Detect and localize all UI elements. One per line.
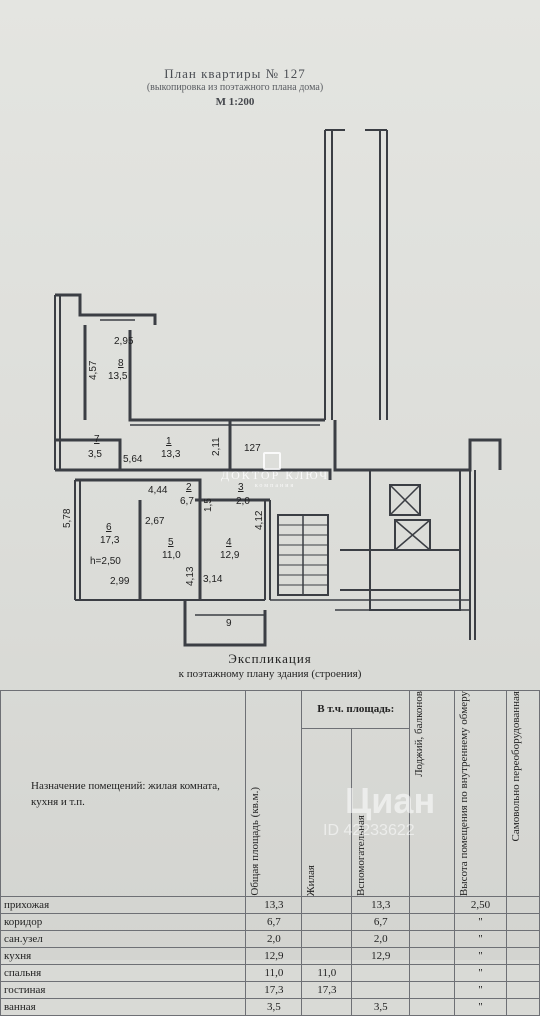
room-number-label: 2 bbox=[186, 482, 192, 493]
height-header: Высота помещения по внутреннему обмеру bbox=[454, 689, 507, 898]
key-logo-icon bbox=[263, 452, 281, 470]
stair-mark-label: 1,5 bbox=[203, 498, 214, 512]
plan-scale: М 1:200 bbox=[215, 96, 255, 108]
plan-title: План квартиры № 127 bbox=[164, 66, 306, 81]
company-watermark: ДОКТОР КЛЮЧ компания bbox=[200, 452, 350, 489]
room-area-label: 13,5 bbox=[108, 371, 128, 382]
explication-subtitle: к поэтажному плану здания (строения) bbox=[178, 668, 362, 680]
plan-subtitle: (выкопировка из поэтажного плана дома) bbox=[146, 82, 324, 93]
incl-area-header: В т.ч. площадь: bbox=[301, 690, 411, 729]
ceiling-height-label: h=2,50 bbox=[90, 556, 121, 567]
room-area-label: 17,3 bbox=[100, 535, 120, 546]
dim-label: 5,78 bbox=[62, 508, 73, 528]
room-number-label: 3 bbox=[238, 482, 244, 493]
dim-label: 2,67 bbox=[145, 516, 165, 527]
dim-label: 2,99 bbox=[110, 576, 130, 587]
room-number-label: 4 bbox=[226, 537, 232, 548]
self-modified-header: Самовольно переоборудованная bbox=[506, 689, 540, 898]
room-area-label: 6,7 bbox=[180, 496, 194, 507]
room-area-label: 12,9 bbox=[220, 550, 240, 561]
dim-label: 3,14 bbox=[203, 574, 223, 585]
room-area-label: 2,0 bbox=[236, 496, 250, 507]
room-number-label: 6 bbox=[106, 522, 112, 533]
apartment-number-label: 127 bbox=[244, 443, 261, 454]
purpose-header: Назначение помещений: жилая комната, кух… bbox=[0, 689, 247, 898]
explication-title: Экспликация bbox=[228, 651, 312, 666]
dim-label: 4,57 bbox=[88, 360, 99, 380]
explication-table: Назначение помещений: жилая комната, кух… bbox=[0, 689, 540, 1016]
room-area-label: 13,3 bbox=[161, 449, 181, 460]
room-area-label: 3,5 bbox=[88, 449, 102, 460]
floor-plan-drawing bbox=[54, 129, 502, 647]
dim-label: 4,12 bbox=[254, 510, 265, 530]
living-header: Жилая bbox=[301, 727, 353, 898]
cian-watermark: Циан ID 42233622 bbox=[323, 780, 436, 839]
total-area-header: Общая площадь (кв.м.) bbox=[245, 689, 303, 898]
loggia-header: Лоджий, балконов bbox=[409, 689, 456, 898]
dim-label: 4,13 bbox=[185, 566, 196, 586]
room-number-label: 9 bbox=[226, 618, 232, 629]
room-number-label: 5 bbox=[168, 537, 174, 548]
aux-header: Вспомогательная bbox=[351, 727, 411, 898]
room-area-label: 11,0 bbox=[162, 550, 181, 561]
room-number-label: 7 bbox=[94, 434, 100, 445]
room-number-label: 1 bbox=[166, 436, 172, 447]
dim-label: 5,64 bbox=[123, 454, 143, 465]
dim-label: 2,95 bbox=[114, 336, 134, 347]
room-number-label: 8 bbox=[118, 358, 124, 369]
dim-label: 4,44 bbox=[148, 485, 168, 496]
